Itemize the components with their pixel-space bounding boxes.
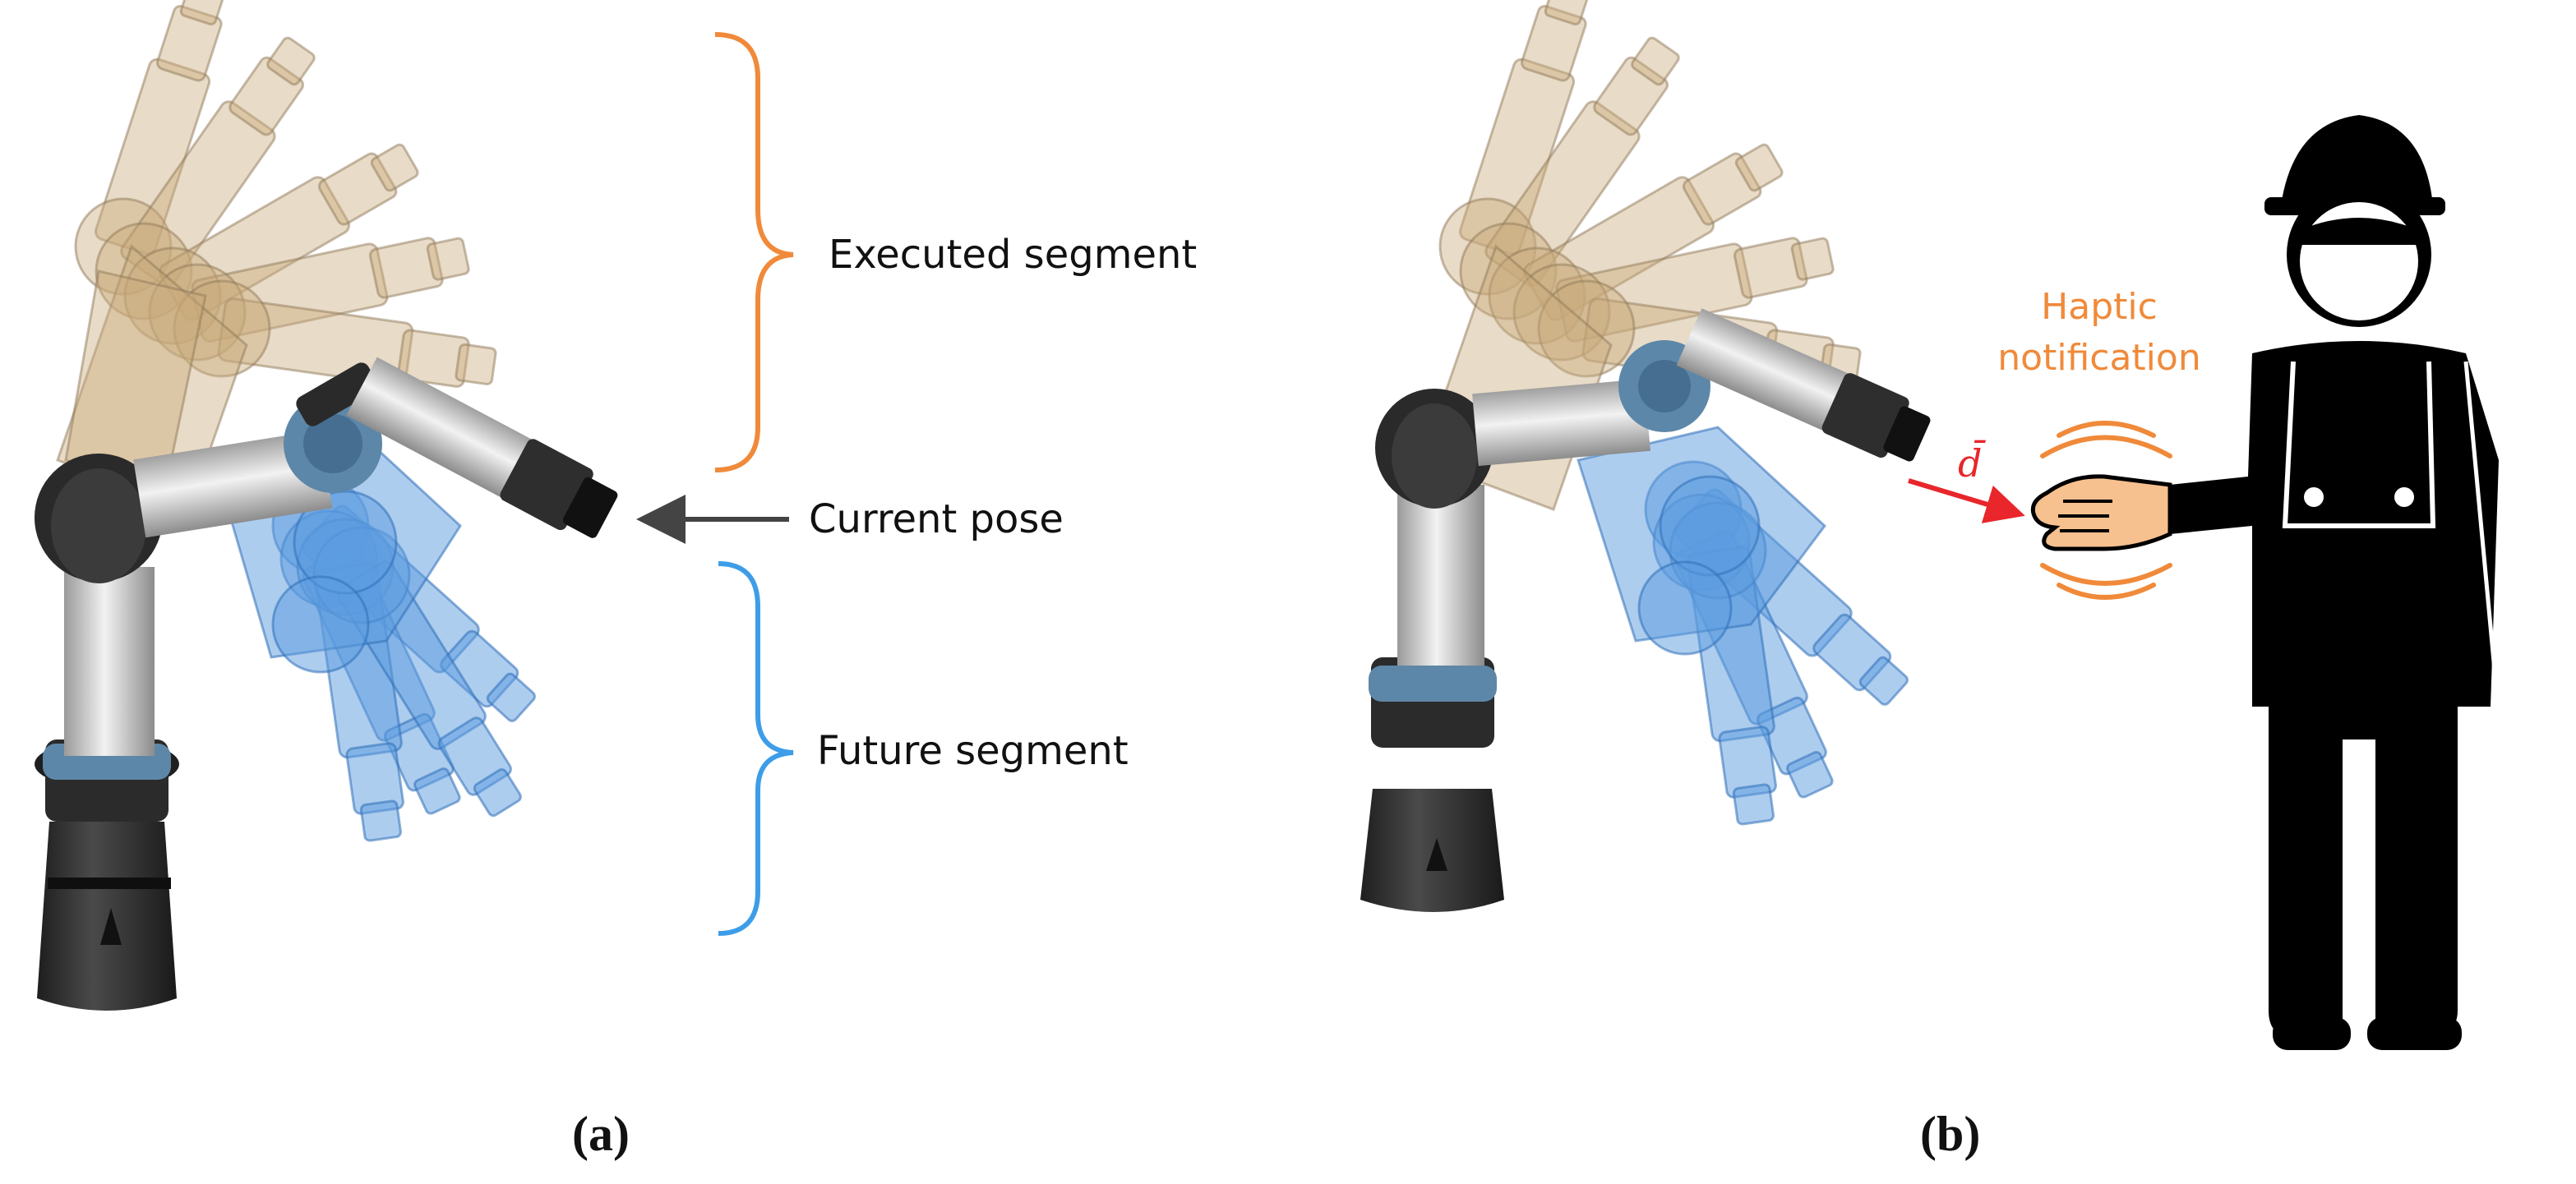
caption-b: (b) <box>1920 1107 1980 1161</box>
caption-a: (a) <box>572 1107 630 1161</box>
current-pose-label: Current pose <box>809 496 1064 542</box>
haptic-waves <box>2040 421 2172 600</box>
haptic-label-line1: Haptic <box>2041 286 2158 328</box>
haptic-label-line2: notification <box>1997 337 2200 379</box>
executed-ghost-arms <box>56 0 502 511</box>
future-bracket <box>718 561 794 936</box>
hand-icon <box>2030 474 2172 551</box>
panel-a: Executed segment Current pose Future seg… <box>35 0 1197 1161</box>
current-pose-robot <box>35 357 618 1011</box>
panel-b: d̄ Haptic notification <box>1360 0 2501 1161</box>
distance-vector <box>1908 478 2025 523</box>
future-segment-label: Future segment <box>817 728 1129 774</box>
executed-segment-label: Executed segment <box>829 232 1197 278</box>
distance-label: d̄ <box>1958 439 1986 486</box>
current-pose-robot-b <box>1360 308 1931 912</box>
executed-bracket <box>714 32 794 472</box>
worker-icon <box>2170 115 2501 1050</box>
future-ghost-arms-b <box>1577 426 1931 831</box>
